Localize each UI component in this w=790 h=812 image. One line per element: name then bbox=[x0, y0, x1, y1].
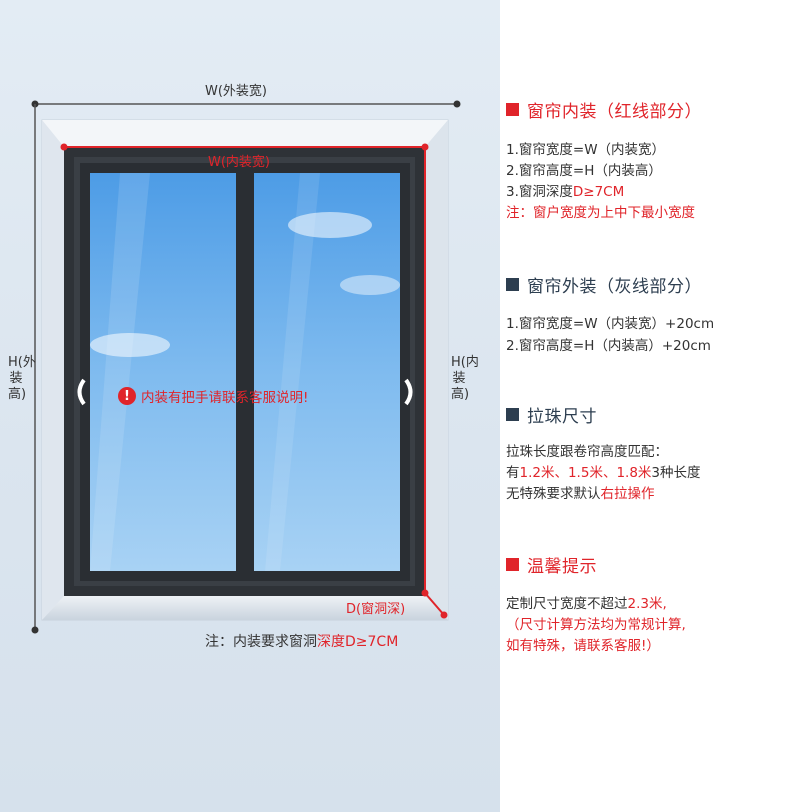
right-glass bbox=[254, 173, 400, 571]
inner-width-label: W(内装宽) bbox=[208, 155, 270, 170]
section-marker bbox=[506, 408, 519, 421]
inner-height-label: H(内装高) bbox=[451, 355, 479, 402]
left-glass bbox=[90, 173, 236, 571]
outer-install-title: 窗帘外装（灰线部分） bbox=[506, 272, 702, 297]
glass-reflection bbox=[265, 173, 320, 571]
cloud bbox=[288, 212, 372, 238]
cloud bbox=[340, 275, 400, 295]
inner-install-title: 窗帘内装（红线部分） bbox=[506, 97, 702, 122]
section-marker bbox=[506, 558, 519, 571]
depth-note-prefix: 注：内装要求窗洞 bbox=[205, 634, 317, 650]
section-marker bbox=[506, 103, 519, 116]
recess-sill bbox=[42, 596, 448, 620]
bead-chain-title: 拉珠尺寸 bbox=[506, 402, 597, 427]
window-illustration bbox=[31, 100, 461, 634]
handle-warning-text: 内装有把手请联系客服说明! bbox=[141, 390, 309, 406]
left-handle bbox=[77, 378, 86, 406]
glass-reflection bbox=[90, 173, 150, 571]
depth-note: 注：内装要求窗洞深度D≥7CM bbox=[205, 631, 398, 651]
section-marker bbox=[506, 278, 519, 291]
outer-height-rule: 2.窗帘高度=H（内装高）+20cm bbox=[506, 338, 711, 354]
depth-note-highlight: 深度D≥7CM bbox=[317, 634, 399, 650]
tips-max-width: 定制尺寸宽度不超过2.3米, bbox=[506, 594, 667, 614]
inner-width-note: 注：窗户宽度为上中下最小宽度 bbox=[506, 205, 695, 221]
cloud bbox=[90, 333, 170, 357]
tips-calc-note: （尺寸计算方法均为常规计算, bbox=[506, 617, 686, 633]
bead-length-options: 有1.2米、1.5米、1.8米3种长度 bbox=[506, 463, 701, 483]
recess-top bbox=[42, 120, 448, 147]
inner-depth-rule: 3.窗洞深度D≥7CM bbox=[506, 182, 624, 202]
bead-options-values: 1.2米、1.5米、1.8米 bbox=[519, 465, 652, 481]
depth-label: D(窗洞深) bbox=[346, 602, 406, 617]
outer-width-rule: 1.窗帘宽度=W（内装宽）+20cm bbox=[506, 316, 715, 332]
tips-title: 温馨提示 bbox=[506, 552, 597, 577]
inner-width-rule: 1.窗帘宽度=W（内装宽） bbox=[506, 142, 666, 158]
bead-options-prefix: 有 bbox=[506, 465, 520, 481]
inner-depth-prefix: 3.窗洞深度 bbox=[506, 184, 573, 200]
bead-default-prefix: 无特殊要求默认 bbox=[506, 486, 601, 502]
handle-warning: ! 内装有把手请联系客服说明! bbox=[118, 386, 308, 406]
tips-max-width-prefix: 定制尺寸宽度不超过 bbox=[506, 596, 628, 612]
tips-contact-note: 如有特殊，请联系客服!） bbox=[506, 638, 660, 654]
bead-length-rule: 拉珠长度跟卷帘高度匹配： bbox=[506, 444, 668, 460]
warning-icon: ! bbox=[118, 387, 136, 405]
recess-right bbox=[425, 120, 448, 620]
inner-height-rule: 2.窗帘高度=H（内装高） bbox=[506, 163, 662, 179]
tips-max-width-value: 2.3米, bbox=[627, 596, 667, 612]
inner-depth-value: D≥7CM bbox=[572, 184, 625, 200]
outer-install-title-text: 窗帘外装（灰线部分） bbox=[527, 277, 702, 297]
spec-panel: 窗帘内装（红线部分） 1.窗帘宽度=W（内装宽） 2.窗帘高度=H（内装高） 3… bbox=[506, 0, 790, 812]
bead-options-suffix: 3种长度 bbox=[651, 465, 701, 481]
outer-height-label: H(外装高) bbox=[8, 355, 36, 402]
outer-width-label: W(外装宽) bbox=[205, 84, 267, 99]
tips-title-text: 温馨提示 bbox=[527, 557, 597, 577]
window-diagram: W(外装宽) W(内装宽) H(外装高) H(内装高) D(窗洞深) ! 内装有… bbox=[0, 0, 500, 812]
bead-chain-title-text: 拉珠尺寸 bbox=[527, 407, 597, 427]
recess-left bbox=[42, 120, 64, 620]
right-handle bbox=[404, 378, 413, 406]
depth-line bbox=[424, 592, 445, 616]
bead-default-side: 无特殊要求默认右拉操作 bbox=[506, 484, 655, 504]
inner-install-title-text: 窗帘内装（红线部分） bbox=[527, 102, 702, 122]
bead-default-value: 右拉操作 bbox=[600, 486, 655, 502]
